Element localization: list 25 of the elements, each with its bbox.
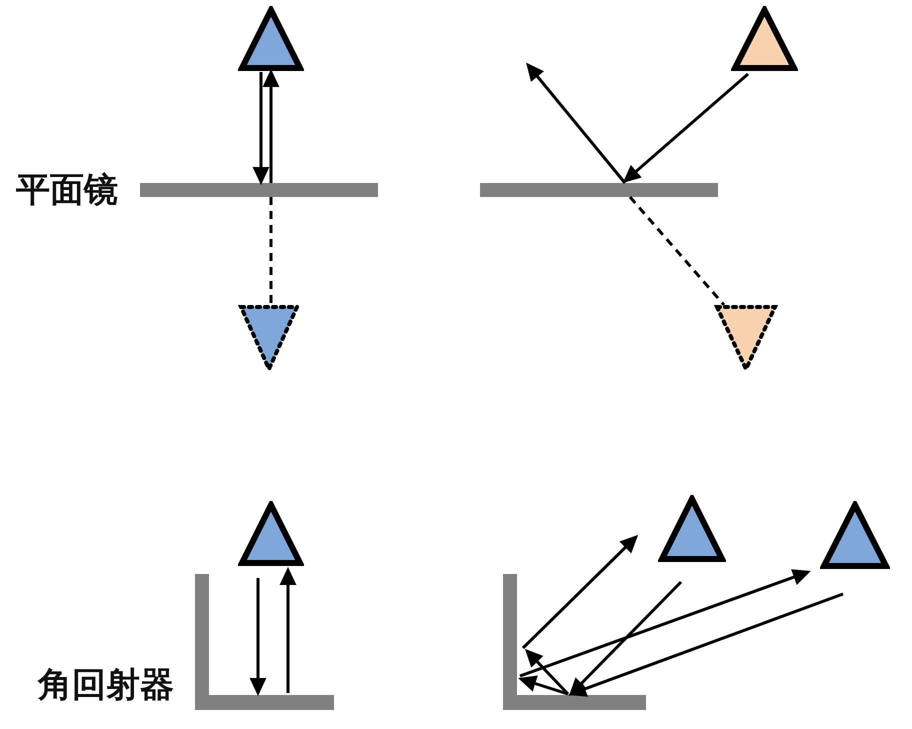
arrow	[252, 72, 270, 185]
corner-reflector	[195, 574, 334, 710]
arrow	[280, 567, 296, 693]
object-triangle	[238, 501, 304, 567]
mirror-label: 平面镜	[16, 173, 118, 207]
arrow	[526, 62, 626, 184]
corner-reflector	[503, 574, 646, 710]
plane-mirror-bar	[140, 183, 378, 197]
arrow	[520, 569, 811, 678]
arrow	[568, 592, 844, 697]
arrow	[522, 534, 638, 650]
virtual-image-triangle	[238, 304, 300, 372]
object-triangle	[731, 6, 798, 72]
virtual-image-triangle	[714, 304, 778, 372]
arrow	[250, 578, 266, 696]
arrow	[568, 580, 682, 696]
mirror-label: 角回射器	[38, 668, 174, 702]
dashed-line	[270, 197, 272, 305]
object-triangle	[658, 495, 726, 563]
dashed-line	[628, 196, 726, 306]
object-triangle	[820, 501, 890, 570]
arrow	[622, 72, 749, 183]
arrow	[262, 69, 280, 183]
plane-mirror-bar	[480, 183, 718, 197]
object-triangle	[238, 6, 304, 72]
